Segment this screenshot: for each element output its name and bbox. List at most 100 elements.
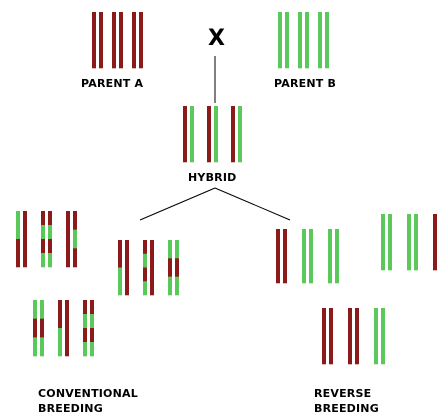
chromatid-segment-parent-a [48, 239, 52, 254]
chromatid-segment-parent-a [66, 211, 70, 268]
chromatid-segment-parent-a [58, 300, 62, 329]
hybrid-label: HYBRID [188, 171, 237, 184]
chromosome-pair [58, 300, 69, 357]
chromosome-layer [16, 12, 437, 365]
chromatid-segment-parent-b [41, 225, 45, 240]
chromatid-segment-parent-a [329, 308, 333, 365]
branch-line-conventional [139, 187, 216, 221]
conventional-breeding-label-line2: BREEDING [38, 402, 103, 415]
chromatid-segment-parent-a [276, 229, 280, 284]
chromatid-segment-parent-a [99, 12, 103, 69]
conventional-breeding-label-line1: CONVENTIONAL [38, 387, 138, 400]
chromatid-segment-parent-a [40, 318, 44, 338]
chromosome-pair [118, 240, 129, 296]
parent-a-chromosomes [92, 12, 143, 69]
chromatid-segment-parent-b [58, 328, 62, 357]
chromatid-segment-parent-a [207, 106, 211, 163]
chromosome-pair [278, 12, 289, 69]
chromatid-segment-parent-b [238, 106, 242, 163]
chromosome-pair [322, 308, 333, 365]
chromatid-segment-parent-a [168, 258, 172, 277]
chromatid-segment-parent-b [381, 214, 385, 271]
reverse-offspring-2-chromosomes [381, 214, 437, 271]
chromatid-segment-parent-a [73, 248, 77, 268]
chromatid-segment-parent-a [48, 211, 52, 226]
chromatid-segment-parent-b [40, 337, 44, 357]
branch-line-reverse [214, 187, 291, 221]
chromosome-pair [276, 229, 287, 284]
conventional-offspring-1-chromosomes [16, 211, 77, 268]
chromatid-segment-parent-b [175, 276, 179, 296]
chromosome-pair [328, 229, 339, 284]
chromosome-pair [33, 300, 44, 357]
reverse-offspring-1-chromosomes [276, 229, 339, 284]
chromatid-segment-parent-a [433, 214, 437, 271]
chromosome-pair [183, 106, 194, 163]
chromatid-segment-parent-a [143, 240, 147, 255]
chromatid-segment-parent-b [73, 229, 77, 249]
chromosome-pair [231, 106, 242, 163]
chromosome-pair [66, 211, 77, 268]
chromatid-segment-parent-b [90, 314, 94, 329]
chromatid-segment-parent-a [41, 239, 45, 254]
chromosome-pair [92, 12, 103, 69]
chromosome-pair [318, 12, 329, 69]
chromosome-pair [83, 300, 94, 357]
chromatid-segment-parent-b [33, 337, 37, 357]
chromatid-segment-parent-a [90, 328, 94, 343]
chromatid-segment-parent-b [33, 300, 37, 319]
chromatid-segment-parent-a [283, 229, 287, 284]
reverse-breeding-label-line1: REVERSE [314, 387, 372, 400]
chromatid-segment-parent-b [374, 308, 378, 365]
chromosome-pair [143, 240, 154, 296]
chromatid-segment-parent-b [48, 225, 52, 240]
chromatid-segment-parent-a [33, 318, 37, 338]
chromatid-segment-parent-b [328, 229, 332, 284]
chromatid-segment-parent-b [305, 12, 309, 69]
chromosome-pair [407, 214, 418, 271]
chromatid-segment-parent-b [414, 214, 418, 271]
chromatid-segment-parent-b [143, 281, 147, 296]
chromatid-segment-parent-a [139, 12, 143, 69]
chromosome-pair [433, 214, 437, 271]
chromatid-segment-parent-b [175, 240, 179, 259]
reverse-offspring-3-chromosomes [322, 308, 385, 365]
chromatid-segment-parent-b [214, 106, 218, 163]
chromatid-segment-parent-b [278, 12, 282, 69]
chromatid-segment-parent-a [83, 328, 87, 343]
chromatid-segment-parent-b [298, 12, 302, 69]
chromatid-segment-parent-a [322, 308, 326, 365]
chromatid-segment-parent-a [23, 211, 27, 268]
chromatid-segment-parent-a [112, 12, 116, 69]
chromatid-segment-parent-a [119, 12, 123, 69]
conventional-offspring-2-chromosomes [118, 240, 179, 296]
chromatid-segment-parent-a [92, 12, 96, 69]
chromatid-segment-parent-b [90, 342, 94, 357]
chromatid-segment-parent-a [125, 240, 129, 296]
chromosome-pair [374, 308, 385, 365]
chromosome-pair [168, 240, 179, 296]
chromatid-segment-parent-b [83, 342, 87, 357]
chromosome-pair [16, 211, 27, 268]
chromatid-segment-parent-b [190, 106, 194, 163]
chromatid-segment-parent-a [175, 258, 179, 277]
chromatid-segment-parent-b [16, 211, 20, 240]
chromatid-segment-parent-a [143, 267, 147, 282]
chromatid-segment-parent-b [309, 229, 313, 284]
chromatid-segment-parent-a [16, 239, 20, 268]
chromatid-segment-parent-a [132, 12, 136, 69]
chromatid-segment-parent-b [388, 214, 392, 271]
chromatid-segment-parent-a [183, 106, 187, 163]
chromosome-pair [132, 12, 143, 69]
cross-symbol: X [208, 26, 225, 51]
chromatid-segment-parent-b [143, 253, 147, 268]
chromatid-segment-parent-b [40, 300, 44, 319]
chromatid-segment-parent-b [168, 240, 172, 259]
conventional-offspring-3-chromosomes [33, 300, 94, 357]
chromatid-segment-parent-a [150, 240, 154, 296]
chromatid-segment-parent-a [231, 106, 235, 163]
chromatid-segment-parent-a [90, 300, 94, 315]
chromatid-segment-parent-b [118, 267, 122, 296]
chromatid-segment-parent-b [302, 229, 306, 284]
